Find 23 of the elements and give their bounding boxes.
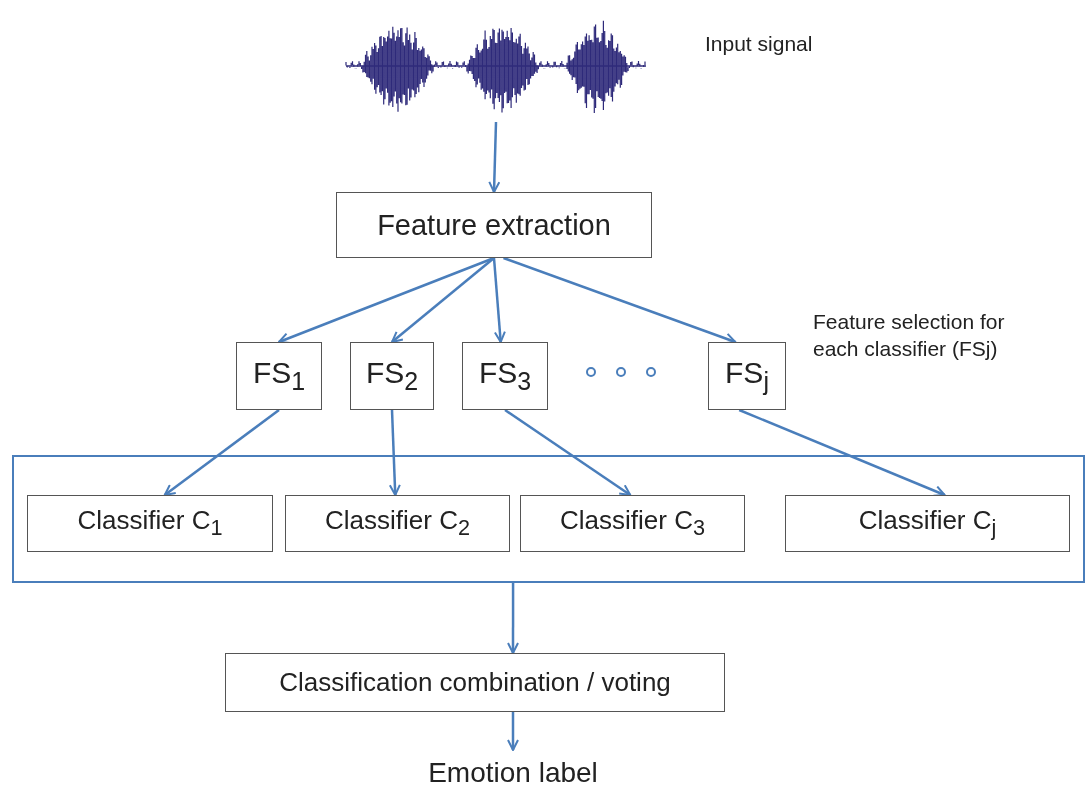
arrow (504, 408, 632, 497)
process-box: FS$_{3}$ (462, 342, 548, 410)
arrow (391, 257, 495, 343)
process-box: Classifier C$_{1}$ (27, 495, 273, 552)
arrow (488, 121, 501, 193)
arrow (738, 408, 946, 497)
process-box: Classifier C$_{3}$ (520, 495, 745, 552)
process-box: Classifier C$_{2}$ (285, 495, 510, 552)
annotation-text: Feature selection for each classifier (FSj) (813, 309, 1006, 363)
output-label: Emotion label (428, 750, 598, 796)
process-box: Classification combination / voting (225, 653, 725, 712)
arrow (388, 409, 401, 496)
process-box: Feature extraction (336, 192, 652, 258)
node-caption: Input signal (705, 31, 813, 57)
arrow (492, 257, 506, 343)
process-box: FS$_{j}$ (708, 342, 786, 410)
arrow (163, 409, 280, 496)
group-frame (12, 455, 1085, 583)
process-box: FS$_{1}$ (236, 342, 322, 410)
arrow (507, 583, 519, 654)
process-box: FS$_{2}$ (350, 342, 434, 410)
arrow (507, 712, 519, 751)
process-box: Classifier C$_{j}$ (785, 495, 1070, 552)
